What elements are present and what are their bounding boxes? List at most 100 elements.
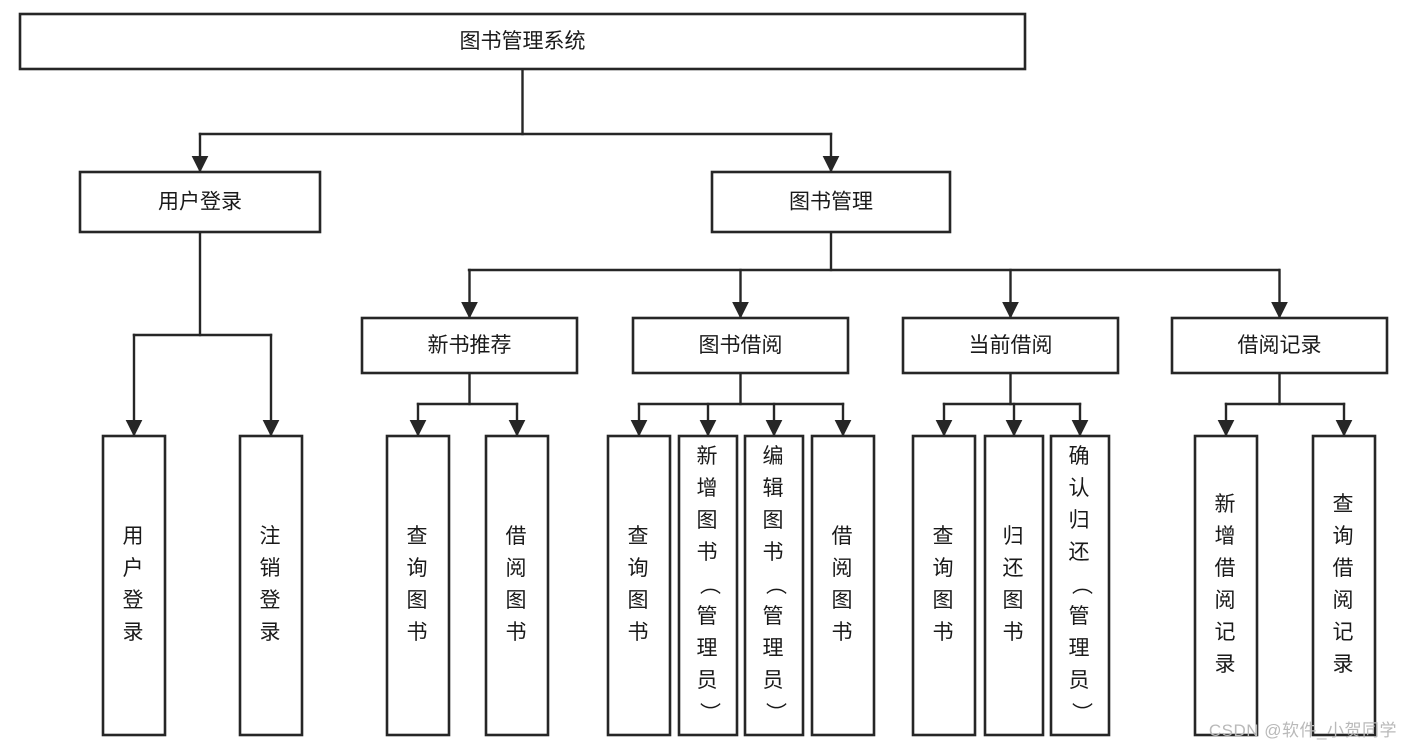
node-label-l1_1: 图书管理 [789, 191, 873, 214]
node-l1_0[interactable]: 用户登录 [78, 170, 322, 234]
watermark-text: CSDN @软件_小贺同学 [1208, 721, 1397, 740]
node-label-leaf_d1-char-1: 还 [1003, 557, 1026, 580]
node-box-leaf_a0 [101, 434, 167, 737]
node-label-leaf_e1-char-2: 借 [1333, 557, 1356, 580]
node-label-l2_3: 借阅记录 [1238, 334, 1322, 357]
node-label-l2_1: 图书借阅 [699, 334, 783, 357]
node-l2_1[interactable]: 图书借阅 [631, 316, 850, 375]
node-box-leaf_d1 [983, 434, 1045, 737]
node-label-leaf_c2-char-1: 辑 [763, 477, 786, 500]
node-label-leaf_c1-char-0: 新 [697, 445, 720, 468]
node-label-leaf_c2-char-6: 理 [763, 637, 786, 660]
node-box-leaf_d2 [1049, 434, 1111, 737]
node-box-leaf_c2 [743, 434, 805, 737]
node-label-leaf_c1-char-2: 图 [697, 509, 720, 532]
node-root[interactable]: 图书管理系统 [18, 12, 1027, 71]
node-box-l2_2 [901, 316, 1120, 375]
node-label-leaf_d2-char-8: ） [1069, 702, 1092, 725]
node-label-leaf_e1-char-3: 阅 [1333, 589, 1356, 612]
node-label-leaf_e0-char-4: 记 [1215, 621, 1238, 644]
node-label-leaf_d2-char-3: 还 [1069, 541, 1092, 564]
node-box-leaf_b0 [385, 434, 451, 737]
node-leaf_a0[interactable]: 用户登录 [101, 434, 167, 737]
node-box-leaf_e0 [1193, 434, 1259, 737]
node-label-leaf_d2-char-5: 管 [1069, 605, 1092, 628]
node-label-root: 图书管理系统 [460, 30, 586, 53]
node-label-leaf_c2-char-8: ） [763, 702, 786, 725]
node-label-leaf_e0-char-1: 增 [1215, 525, 1238, 548]
node-label-l1_0: 用户登录 [158, 191, 242, 214]
node-label-leaf_c3-char-3: 书 [832, 621, 855, 644]
node-label-leaf_c0-char-0: 查 [628, 525, 651, 548]
node-box-leaf_c0 [606, 434, 672, 737]
node-label-leaf_d0-char-1: 询 [933, 557, 956, 580]
node-label-leaf_c2-char-0: 编 [763, 445, 786, 468]
node-label-leaf_c1-char-6: 理 [697, 637, 720, 660]
node-label-leaf_d2-char-6: 理 [1069, 637, 1092, 660]
node-label-leaf_c0-char-3: 书 [628, 621, 651, 644]
node-label-leaf_a0-char-3: 录 [123, 621, 146, 644]
node-label-leaf_d2-char-2: 归 [1069, 509, 1092, 532]
node-label-leaf_e1-char-5: 录 [1333, 653, 1356, 676]
node-label-leaf_c0-char-2: 图 [628, 589, 651, 612]
node-l2_0[interactable]: 新书推荐 [360, 316, 579, 375]
node-l1_1[interactable]: 图书管理 [710, 170, 952, 234]
node-label-leaf_c1-char-4: （ [697, 574, 720, 597]
node-label-leaf_c2-char-7: 员 [763, 669, 786, 692]
node-label-leaf_d2-char-0: 确 [1069, 445, 1092, 468]
node-label-leaf_a0-char-2: 登 [123, 589, 146, 612]
node-label-leaf_a0-char-0: 用 [123, 525, 146, 548]
node-label-leaf_b1-char-1: 阅 [506, 557, 529, 580]
node-label-leaf_b1-char-2: 图 [506, 589, 529, 612]
node-box-l1_1 [710, 170, 952, 234]
node-label-leaf_a1-char-0: 注 [260, 525, 283, 548]
connector-layer [125, 67, 1353, 437]
node-label-leaf_e0-char-3: 阅 [1215, 589, 1238, 612]
node-box-root [18, 12, 1027, 71]
node-label-leaf_d1-char-0: 归 [1003, 525, 1026, 548]
node-label-leaf_d0-char-2: 图 [933, 589, 956, 612]
node-label-leaf_d1-char-2: 图 [1003, 589, 1026, 612]
node-label-leaf_d1-char-3: 书 [1003, 621, 1026, 644]
node-l2_2[interactable]: 当前借阅 [901, 316, 1120, 375]
node-layer: 图书管理系统用户登录图书管理新书推荐图书借阅当前借阅借阅记录用户登录注销登录查询… [18, 12, 1389, 737]
node-label-leaf_c3-char-2: 图 [832, 589, 855, 612]
node-label-leaf_d2-char-1: 认 [1069, 477, 1092, 500]
node-label-leaf_b0-char-0: 查 [407, 525, 430, 548]
node-label-leaf_c2-char-5: 管 [763, 605, 786, 628]
node-box-leaf_e1 [1311, 434, 1377, 737]
node-label-leaf_c2-char-4: （ [763, 574, 786, 597]
node-label-leaf_d0-char-3: 书 [933, 621, 956, 644]
node-label-leaf_c1-char-8: ） [697, 702, 720, 725]
node-box-l2_0 [360, 316, 579, 375]
node-box-leaf_d0 [911, 434, 977, 737]
node-label-l2_0: 新书推荐 [428, 334, 512, 357]
node-l2_3[interactable]: 借阅记录 [1170, 316, 1389, 375]
node-box-leaf_a1 [238, 434, 304, 737]
node-label-leaf_e0-char-2: 借 [1215, 557, 1238, 580]
node-label-l2_2: 当前借阅 [969, 334, 1053, 357]
node-label-leaf_c3-char-1: 阅 [832, 557, 855, 580]
node-label-leaf_e1-char-1: 询 [1333, 525, 1356, 548]
node-box-l1_0 [78, 170, 322, 234]
node-label-leaf_e1-char-4: 记 [1333, 621, 1356, 644]
node-label-leaf_c1-char-7: 员 [697, 669, 720, 692]
node-label-leaf_c1-char-3: 书 [697, 541, 720, 564]
node-label-leaf_b0-char-1: 询 [407, 557, 430, 580]
node-label-leaf_c1-char-1: 增 [697, 477, 720, 500]
node-label-leaf_d2-char-7: 员 [1069, 669, 1092, 692]
